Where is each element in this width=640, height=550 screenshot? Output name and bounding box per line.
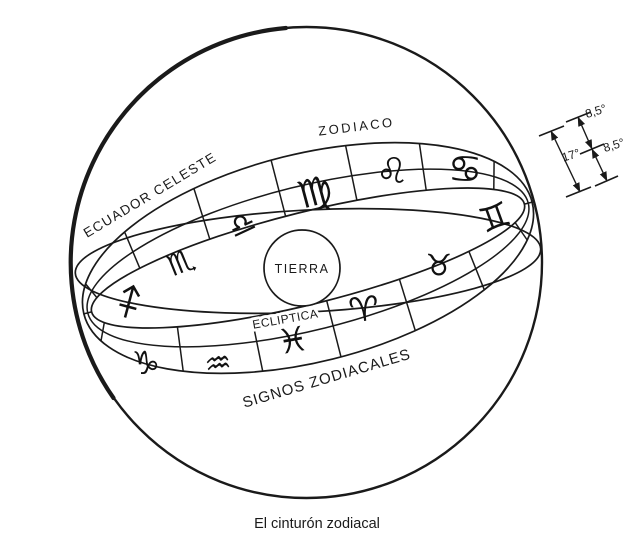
zodiac-cell-divider bbox=[193, 188, 211, 240]
zodiac-glyph-capricorn: ♑ bbox=[132, 344, 161, 382]
zodiac-band-outer-edge bbox=[81, 141, 535, 375]
zodiac-glyph-gemini: ♊ bbox=[474, 194, 516, 242]
zodiac-glyph-scorpio: ♏ bbox=[162, 242, 200, 285]
upper-half-width-dimension-line bbox=[577, 116, 593, 150]
lower-half-width-dimension-line bbox=[591, 148, 608, 182]
zodiac-glyph-pisces: ♓ bbox=[275, 319, 312, 364]
zodiac-glyph-sagittarius: ♐ bbox=[107, 278, 153, 328]
zodiac-cell-divider bbox=[83, 311, 92, 315]
zodiac-cell-divider bbox=[344, 145, 358, 201]
celestial-equator-line bbox=[74, 207, 542, 315]
zodiac-glyph-taurus: ♉ bbox=[426, 249, 453, 284]
celestial-sphere-outline-sketch bbox=[68, 25, 289, 401]
total-width-value: 17° bbox=[560, 146, 582, 165]
dimension-tick bbox=[565, 186, 592, 198]
zodiac-cell-divider bbox=[514, 222, 528, 241]
zodiac-cell-divider bbox=[176, 326, 184, 372]
zodiac-glyph-cancer: ♋ bbox=[448, 147, 482, 191]
lower-half-width-value: 8,5° bbox=[602, 135, 627, 155]
zodiac-cell-divider bbox=[524, 201, 533, 205]
zodiac-cell-divider bbox=[418, 143, 427, 191]
zodiac-cell-divider bbox=[325, 300, 342, 358]
zodiac-cell-divider bbox=[100, 322, 106, 342]
dimension-tick bbox=[594, 175, 619, 187]
celestial-equator-label: ECUADOR CELESTE bbox=[81, 149, 219, 240]
earth-circle bbox=[263, 229, 341, 307]
zodiac-signs-label: SIGNOS ZODIACALES bbox=[241, 346, 413, 412]
zodiac-cell-divider bbox=[468, 251, 485, 291]
band-width-annotation: 8,5° 8,5° 17° bbox=[538, 101, 627, 198]
zodiac-cell-divider bbox=[85, 283, 98, 299]
zodiac-band-cell-dividers bbox=[83, 143, 533, 372]
dimension-tick bbox=[538, 125, 565, 137]
upper-half-width-value: 8,5° bbox=[584, 101, 609, 121]
earth-label: TIERRA bbox=[275, 262, 330, 276]
zodiac-label: ZODIACO bbox=[317, 114, 395, 138]
zodiac-cell-divider bbox=[270, 160, 287, 217]
zodiac-glyph-libra: ♎ bbox=[222, 203, 261, 246]
dimension-tick bbox=[565, 111, 592, 123]
zodiac-glyph-aquarius: ♒ bbox=[202, 345, 234, 383]
zodiac-glyph-aries: ♈ bbox=[347, 289, 381, 332]
zodiac-cell-divider bbox=[398, 278, 417, 331]
dimension-tick bbox=[579, 143, 605, 155]
figure-caption: El cinturón zodiacal bbox=[254, 516, 380, 532]
zodiac-cell-divider bbox=[123, 231, 141, 269]
zodiac-glyph-leo: ♌ bbox=[374, 150, 410, 194]
zodiac-cell-divider bbox=[250, 316, 264, 372]
total-width-dimension-line bbox=[550, 130, 581, 193]
